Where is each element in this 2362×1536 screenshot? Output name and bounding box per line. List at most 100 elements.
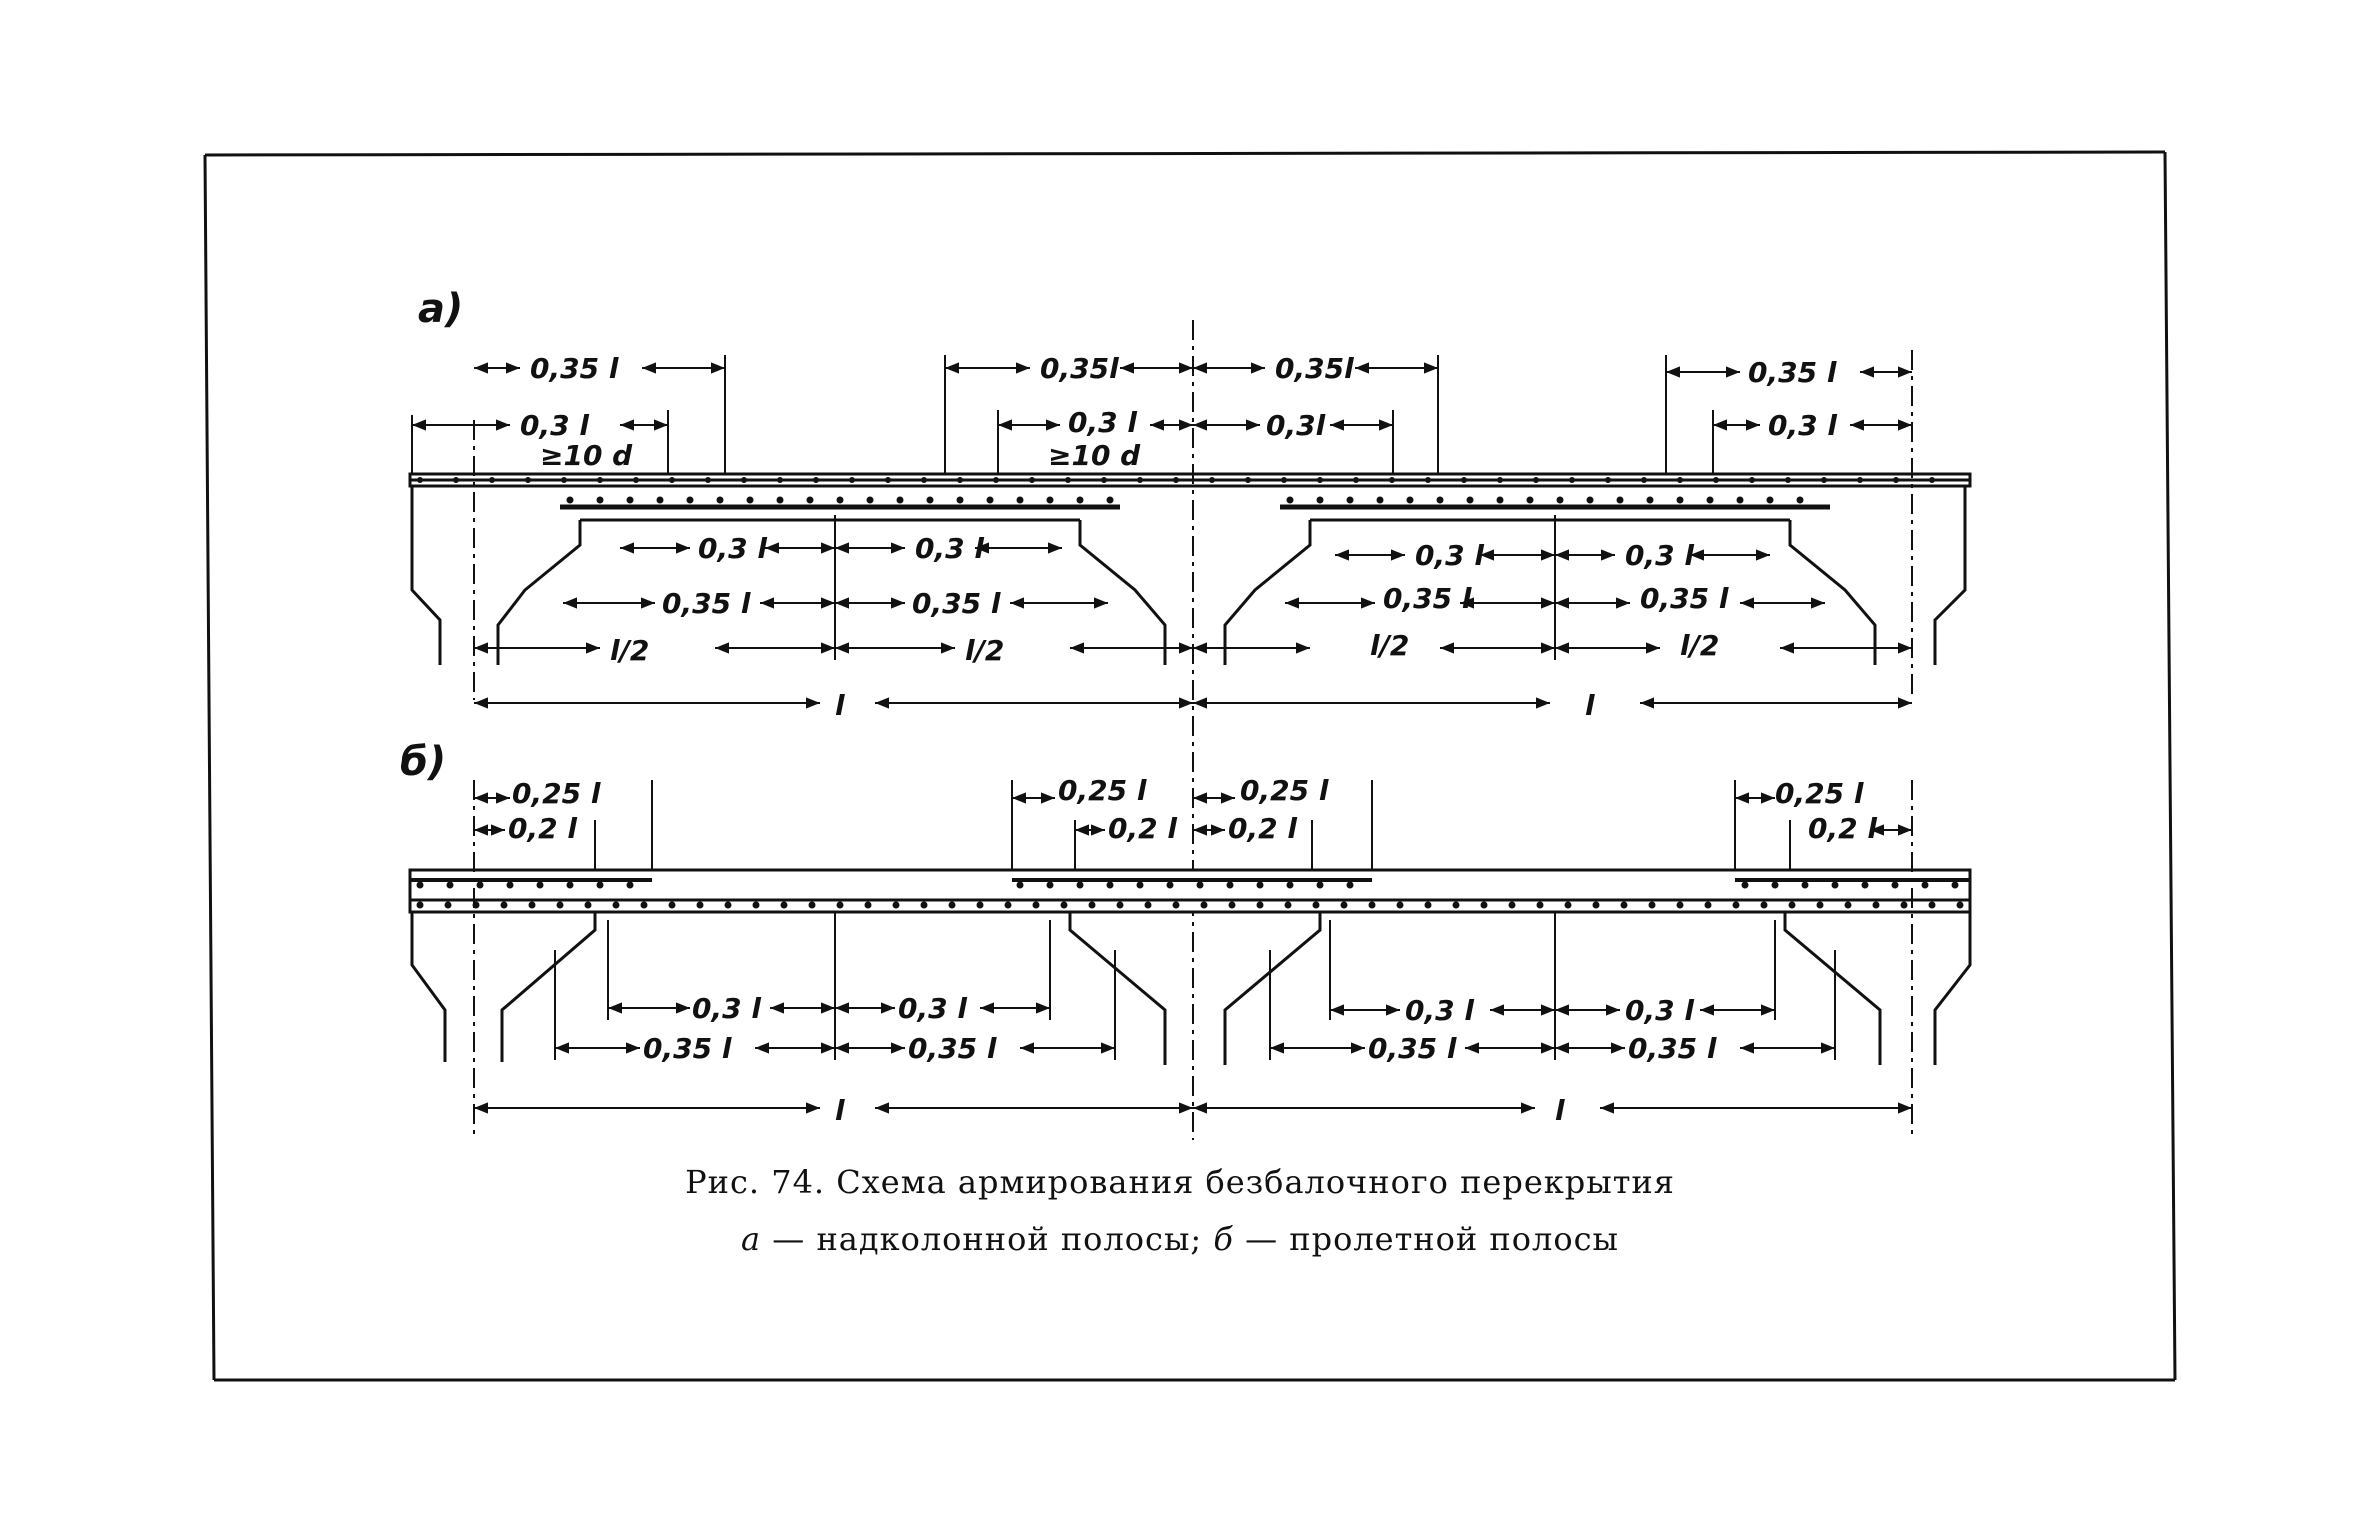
rebar-dot (956, 496, 964, 504)
rebar-dot (1406, 496, 1414, 504)
caption-line-2: а — надколонной полосы; б — пролетной по… (400, 1220, 1960, 1258)
rebar-dot (1461, 477, 1467, 483)
dim-a-035-1: 0,35 l (530, 352, 619, 385)
rebar-dot (1921, 881, 1929, 889)
rebar-dot (866, 496, 874, 504)
rebar-dot (1760, 901, 1768, 909)
column-capital-b2 (1068, 912, 1322, 1065)
rebar-dot (1316, 881, 1324, 889)
rebar-dot (1676, 901, 1684, 909)
rebar-dot (1346, 496, 1354, 504)
column-capital-b1 (410, 912, 597, 1062)
rebar-dot (1228, 901, 1236, 909)
dim-b-03-2: 0,3 l (898, 992, 967, 1025)
rebar-dot (417, 477, 423, 483)
rebar-dot (920, 901, 928, 909)
dim-b-03-1: 0,3 l (692, 992, 761, 1025)
rebar-dot (1569, 477, 1575, 483)
rebar-dot (1088, 901, 1096, 909)
rebar-dot (626, 881, 634, 889)
rebar-dot (1771, 881, 1779, 889)
rebar-dot (1312, 901, 1320, 909)
rebar-dot (656, 496, 664, 504)
rebar-dot (1821, 477, 1827, 483)
rebar-dot (1951, 881, 1959, 889)
rebar-dot (1713, 477, 1719, 483)
rebar-dot (993, 477, 999, 483)
dim-a-10d-1: ≥10 d (540, 439, 633, 472)
rebar-dot (1245, 477, 1251, 483)
caption-line-1: Рис. 74. Схема армирования безбалочного … (400, 1163, 1960, 1201)
rebar-dot (926, 496, 934, 504)
dim-b-025-3: 0,25 l (1240, 774, 1329, 807)
rebar-dot (1677, 477, 1683, 483)
rebar-dot (1586, 496, 1594, 504)
rebar-dot (1166, 881, 1174, 889)
rebar-dot (1076, 881, 1084, 889)
rebar-dot (1137, 477, 1143, 483)
dim-labels-b: 0,25 l 0,25 l 0,25 l 0,25 l 0,2 l 0,2 l … (508, 774, 1877, 1127)
dim-a-10d-2: ≥10 d (1048, 439, 1141, 472)
rebar-dot (416, 901, 424, 909)
rebar-dot (1956, 901, 1964, 909)
rebar-dot (1641, 477, 1647, 483)
rebar-dot (1620, 901, 1628, 909)
rebar-dot (976, 901, 984, 909)
caption-b-letter: б (1213, 1220, 1234, 1258)
rebar-dot (1256, 881, 1264, 889)
dim-a-03-3: 0,3l (1266, 409, 1326, 442)
dim-a-03-8: 0,3 l (1625, 539, 1694, 572)
dim-b-035-3: 0,35 l (1368, 1032, 1457, 1065)
rebar-dot (746, 496, 754, 504)
rebar-dot (525, 477, 531, 483)
rebar-dot (1353, 477, 1359, 483)
rebar-dot (1861, 881, 1869, 889)
rebar-dot (1281, 477, 1287, 483)
column-capital-a1 (410, 486, 582, 665)
rebar-dot (1136, 881, 1144, 889)
rebar-dot (1749, 477, 1755, 483)
rebar-dot (1340, 901, 1348, 909)
rebar-dot (1032, 901, 1040, 909)
caption-title: Рис. 74. Схема армирования безбалочного … (685, 1163, 1675, 1201)
rebar-dot (1928, 901, 1936, 909)
rebar-dot (1029, 477, 1035, 483)
rebar-dot (921, 477, 927, 483)
caption-a-text: — надколонной полосы; (772, 1220, 1203, 1258)
rebar-dot (1497, 477, 1503, 483)
panel-a (408, 320, 1972, 1140)
rebar-dot (1389, 477, 1395, 483)
rebar-dot (1766, 496, 1774, 504)
rebar-dot (686, 496, 694, 504)
rebar-dot (597, 477, 603, 483)
dim-a-03-2: 0,3 l (1068, 406, 1137, 439)
rebar-dot (1004, 901, 1012, 909)
rebar-dot (896, 496, 904, 504)
rebar-dot (1065, 477, 1071, 483)
rebar-dot (1605, 477, 1611, 483)
rebar-dot (1466, 496, 1474, 504)
panel-a-label: а) (418, 286, 463, 332)
rebar-dot (1368, 901, 1376, 909)
rebar-dot (1844, 901, 1852, 909)
rebar-dot (1076, 496, 1084, 504)
rebar-dot (1436, 496, 1444, 504)
dim-b-02-4: 0,2 l (1808, 812, 1877, 845)
rebar-dots (416, 477, 1964, 909)
rebar-dot (1200, 901, 1208, 909)
rebar-dot (1046, 881, 1054, 889)
rebar-dot (1452, 901, 1460, 909)
rebar-dot (476, 881, 484, 889)
rebar-dot (696, 901, 704, 909)
dimension-lines-b (474, 792, 1912, 1114)
rebar-dot (1046, 496, 1054, 504)
rebar-dot (1704, 901, 1712, 909)
caption-a-letter: а (741, 1220, 762, 1258)
panel-b-label: б) (400, 739, 446, 785)
rebar-dot (864, 901, 872, 909)
rebar-dot (705, 477, 711, 483)
rebar-dot (1425, 477, 1431, 483)
rebar-dot (777, 477, 783, 483)
rebar-dot (808, 901, 816, 909)
